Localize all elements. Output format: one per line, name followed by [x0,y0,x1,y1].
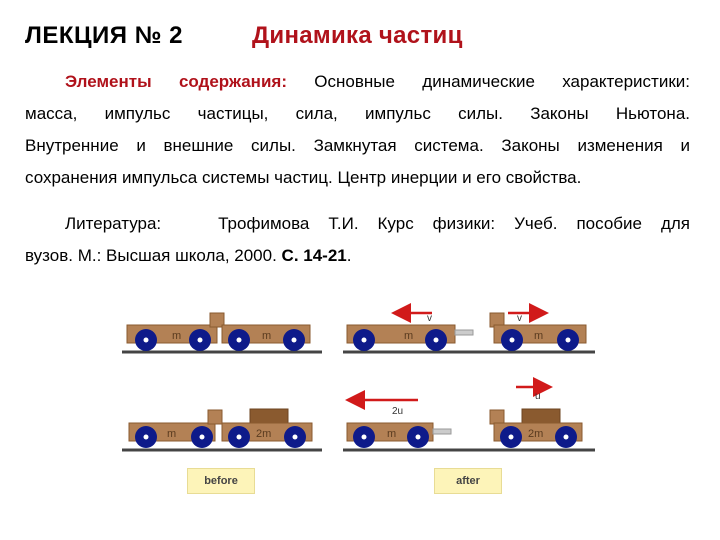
car-mass-m: m [262,330,271,342]
scene-bottom-left: m 2m [122,408,322,452]
velocity-label: v [427,313,432,324]
literature-text-2: вузов. М.: Высшая школа, 2000. [25,246,277,265]
spring-plunger [454,329,474,336]
velocity-label-2u: 2u [392,406,403,417]
car-mass-m: m [172,330,181,342]
before-label: before [187,468,255,494]
literature-pages: С. 14-21 [281,246,347,265]
velocity-label-u: u [535,391,541,402]
car-mass-2m: 2m [528,428,543,440]
literature-text-1: Трофимова Т.И. Курс физики: Учеб. пособи… [218,214,690,233]
car-mass-m: m [404,330,413,342]
spring-plunger [432,428,452,435]
car-bumper [489,409,505,425]
velocity-label: v [517,313,522,324]
content-line-1: Элементы содержания: Основные динамическ… [25,66,690,98]
car-mass-m: m [387,428,396,440]
car-bumper [207,409,223,425]
scene-top-right: v m v m [343,303,595,354]
extra-load-block [521,408,561,424]
literature-line-2: вузов. М.: Высшая школа, 2000. С. 14-21. [25,240,690,272]
car-mass-m: m [534,330,543,342]
lecture-number: ЛЕКЦИЯ № 2 [25,22,183,49]
literature-end: . [346,246,352,265]
lecture-topic: Динамика частиц [252,22,463,49]
literature-line-1: Литература: Трофимова Т.И. Курс физики: … [25,208,690,240]
content-line-1-text: Основные динамические характеристики: [286,72,690,91]
content-elements-label: Элементы содержания: [65,72,287,91]
car-mass-m: m [167,428,176,440]
content-line-2: масса, импульс частицы, сила, импульс си… [25,104,690,123]
car-bumper [209,312,225,328]
content-line-4: сохранения импульса системы частиц. Цент… [25,168,582,187]
scene-bottom-right: 2u m u 2m [343,377,595,452]
after-label: after [434,468,502,494]
literature-label: Литература: [65,214,162,233]
extra-load-block [249,408,289,424]
content-line-3: Внутренние и внешние силы. Замкнутая сис… [25,136,690,155]
car-mass-2m: 2m [256,428,271,440]
scene-top-left: m m [122,312,322,354]
